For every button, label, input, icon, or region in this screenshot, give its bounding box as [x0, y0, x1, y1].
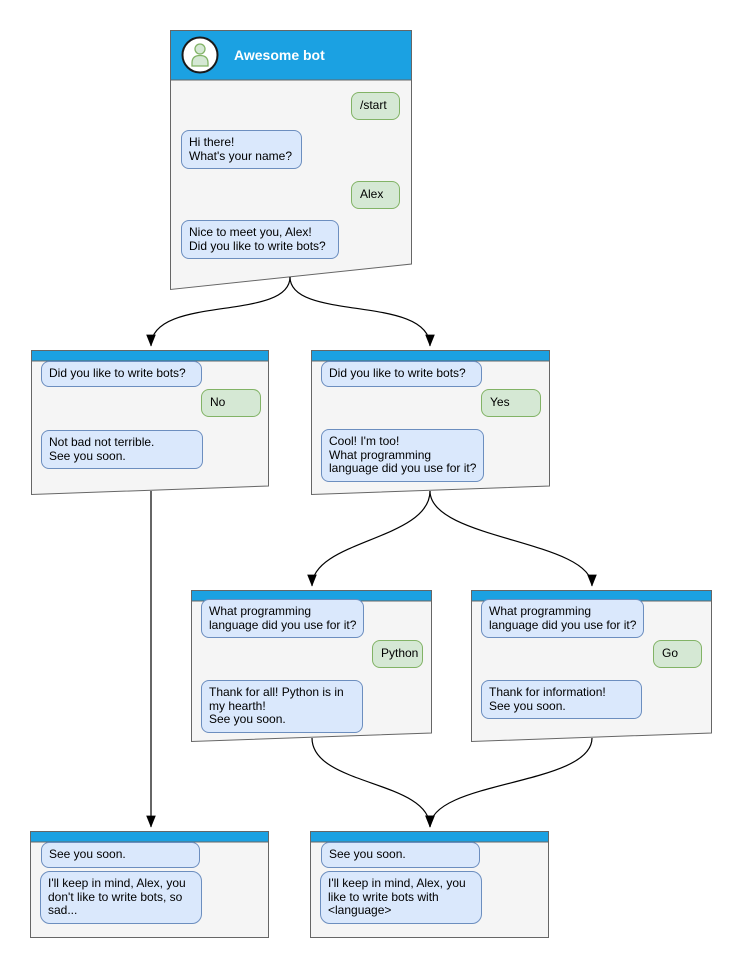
arrow-python-to-end — [311, 737, 435, 828]
chat-window-branch-go: What programming language did you use fo… — [471, 590, 712, 743]
bot-message-bubble: Cool! I'm too! What programming language… — [321, 429, 485, 482]
bot-message-bubble: Thank for information! See you soon. — [481, 680, 642, 719]
arrow-yes-to-python — [307, 490, 431, 587]
chat-window-end-no: See you soon. I'll keep in mind, Alex, y… — [30, 831, 269, 938]
chat-window-branch-yes: Did you like to write bots? Yes Cool! I'… — [311, 350, 550, 496]
bot-message-bubble: See you soon. — [41, 842, 200, 868]
chat-window-branch-no: Did you like to write bots? No Not bad n… — [31, 350, 269, 496]
bot-message-bubble: Not bad not terrible. See you soon. — [41, 430, 203, 469]
bot-message-bubble: What programming language did you use fo… — [481, 599, 645, 638]
user-message-bubble: No — [201, 389, 261, 417]
chat-window-branch-python: What programming language did you use fo… — [191, 590, 432, 743]
bot-avatar-person-icon — [181, 36, 219, 74]
bot-message-bubble: I'll keep in mind, Alex, you don't like … — [40, 871, 202, 924]
user-message-bubble: Python — [372, 640, 423, 668]
window-title: Awesome bot — [234, 47, 325, 63]
arrow-yes-to-go — [429, 490, 597, 587]
bot-message-bubble: See you soon. — [321, 842, 480, 868]
bot-message-bubble: Nice to meet you, Alex! Did you like to … — [181, 220, 339, 259]
user-message-bubble: Yes — [481, 389, 541, 417]
chat-window-end-language: See you soon. I'll keep in mind, Alex, y… — [310, 831, 549, 938]
bot-message-bubble: Did you like to write bots? — [321, 361, 482, 387]
bot-message-bubble: Hi there! What's your name? — [181, 130, 302, 169]
bot-message-bubble: Thank for all! Python is in my hearth! S… — [201, 680, 363, 733]
bot-message-bubble: What programming language did you use fo… — [201, 599, 365, 638]
bot-message-bubble: Did you like to write bots? — [41, 361, 202, 387]
chat-window-main: Awesome bot /start Hi there! What's your… — [170, 30, 412, 291]
user-message-bubble: Go — [653, 640, 702, 668]
bot-message-bubble: I'll keep in mind, Alex, you like to wri… — [320, 871, 482, 924]
arrow-go-to-end — [425, 737, 593, 828]
user-message-bubble: /start — [351, 92, 400, 120]
user-message-bubble: Alex — [351, 181, 400, 209]
